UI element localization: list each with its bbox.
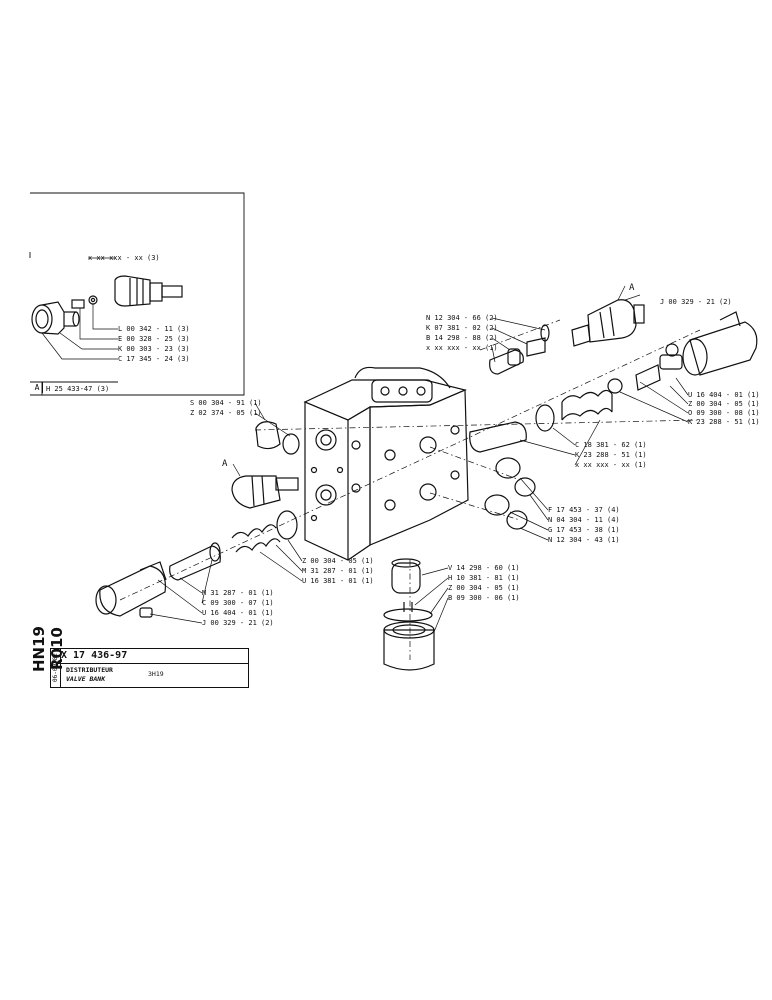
- lower-left-cap: [95, 561, 167, 618]
- lower-left-spring-spool: [169, 510, 298, 581]
- inset-callout-4: K 00 303 - 23 (3): [118, 345, 190, 353]
- callout-spool-1: M 31 287 - 01 (1): [202, 589, 274, 597]
- drawing-reference: HN19 R010: [30, 626, 66, 672]
- callout-right-4: O 09 300 - 08 (1): [688, 409, 760, 417]
- inset-assembly-ref: H 25 433-47 (3): [46, 385, 109, 393]
- callout-spool-2: C 09 300 - 07 (1): [202, 599, 274, 607]
- title-french: DISTRIBUTEUR: [66, 666, 113, 674]
- seal-callouts: F 17 453 - 37 (4) N 04 304 - 11 (4) G 17…: [548, 506, 620, 544]
- upper-check-valve-parts: [489, 324, 550, 375]
- left-relief-valve: [231, 475, 299, 509]
- reference-markers: A A: [222, 283, 635, 469]
- callout-bottom-4: B 09 300 - 06 (1): [448, 594, 520, 602]
- left-plug: [255, 421, 300, 455]
- inset-cap: [31, 301, 80, 335]
- callout-mid-1: C 18 381 - 62 (1): [575, 441, 647, 449]
- part-number: X 17 436-97: [61, 650, 128, 661]
- right-callouts: J 00 329 - 21 (2) U 16 404 - 01 (1) Z 00…: [660, 298, 760, 426]
- callout-seal-2: N 04 304 - 11 (4): [548, 516, 620, 524]
- callout-seal-4: N 12 304 - 43 (1): [548, 536, 620, 544]
- inset-callout-3: E 00 328 - 25 (3): [118, 335, 190, 343]
- callout-upper-3: B 14 298 - 88 (2): [426, 334, 498, 342]
- callout-right-3: Z 00 304 - 05 (1): [688, 400, 760, 408]
- callout-lower-left-2: M 31 287 - 01 (1): [302, 567, 374, 575]
- seal-rings: [484, 457, 536, 530]
- lower-left-callouts: Z 00 304 - 05 (1) M 31 287 - 01 (1) U 16…: [302, 557, 374, 585]
- callout-bottom-1: V 14 298 - 60 (1): [448, 564, 520, 572]
- callout-spool-3: U 16 404 - 01 (1): [202, 609, 274, 617]
- callout-upper-2: K 07 381 - 02 (2): [426, 324, 498, 332]
- callout-right-1: J 00 329 - 21 (2): [660, 298, 732, 306]
- callout-seal-1: F 17 453 - 37 (4): [548, 506, 620, 514]
- spool-callouts: M 31 287 - 01 (1) C 09 300 - 07 (1) U 16…: [202, 589, 274, 627]
- callout-upper-4: x xx xxx - xx (1): [426, 344, 498, 352]
- callout-plug-2: Z 02 374 - 05 (1): [190, 409, 262, 417]
- bottom-callouts: V 14 298 - 60 (1) H 10 381 - 81 (1) Z 00…: [448, 564, 520, 602]
- bottom-plug-assembly: [383, 558, 435, 671]
- right-spool-cap: [607, 311, 758, 394]
- mid-callouts: C 18 381 - 62 (1) K 23 288 - 51 (1) x xx…: [575, 441, 647, 469]
- inset-callout-5: C 17 345 - 24 (3): [118, 355, 190, 363]
- marker-a-left: A: [222, 459, 228, 469]
- valve-body: [303, 366, 469, 561]
- middle-spring-spool: [469, 389, 613, 453]
- callout-spool-4: J 00 329 - 21 (2): [202, 619, 274, 627]
- inset-detail-a: [29, 192, 245, 396]
- callout-mid-2: K 23 288 - 51 (1): [575, 451, 647, 459]
- inset-callout-2: L 00 342 - 11 (3): [118, 325, 190, 333]
- callout-bottom-2: H 10 381 - 81 (1): [448, 574, 520, 582]
- inset-callouts: x xx xxx - xx (3) L 00 342 - 11 (3) E 00…: [46, 254, 190, 393]
- callout-right-2: U 16 404 - 01 (1): [688, 391, 760, 399]
- callout-lower-left-3: U 16 381 - 01 (1): [302, 577, 374, 585]
- callout-plug-1: S 00 304 - 91 (1): [190, 399, 262, 407]
- right-relief-valve: [571, 299, 645, 347]
- upper-callouts: N 12 304 - 66 (2) K 07 381 - 02 (2) B 14…: [426, 314, 498, 352]
- callout-seal-3: G 17 453 - 38 (1): [548, 526, 620, 534]
- plug-callouts: S 00 304 - 91 (1) Z 02 374 - 05 (1): [190, 399, 262, 417]
- title-block: X 17 436-97 DISTRIBUTEUR VALVE BANK 3H19: [58, 648, 249, 688]
- machine-model: 3H19: [148, 670, 164, 678]
- title-english: VALVE BANK: [66, 675, 106, 683]
- callout-lower-left-1: Z 00 304 - 05 (1): [302, 557, 374, 565]
- inset-relief-valve: [114, 275, 183, 307]
- callout-upper-1: N 12 304 - 66 (2): [426, 314, 498, 322]
- callout-bottom-3: Z 00 304 - 05 (1): [448, 584, 520, 592]
- callout-mid-3: x xx xxx - xx (1): [575, 461, 647, 469]
- inset-callout-1: x xx xxx - xx (3): [88, 254, 160, 262]
- marker-a-right: A: [629, 283, 635, 293]
- leader-lines: [149, 285, 689, 633]
- callout-right-5: K 23 288 - 51 (1): [688, 418, 760, 426]
- inset-label: A: [32, 382, 43, 393]
